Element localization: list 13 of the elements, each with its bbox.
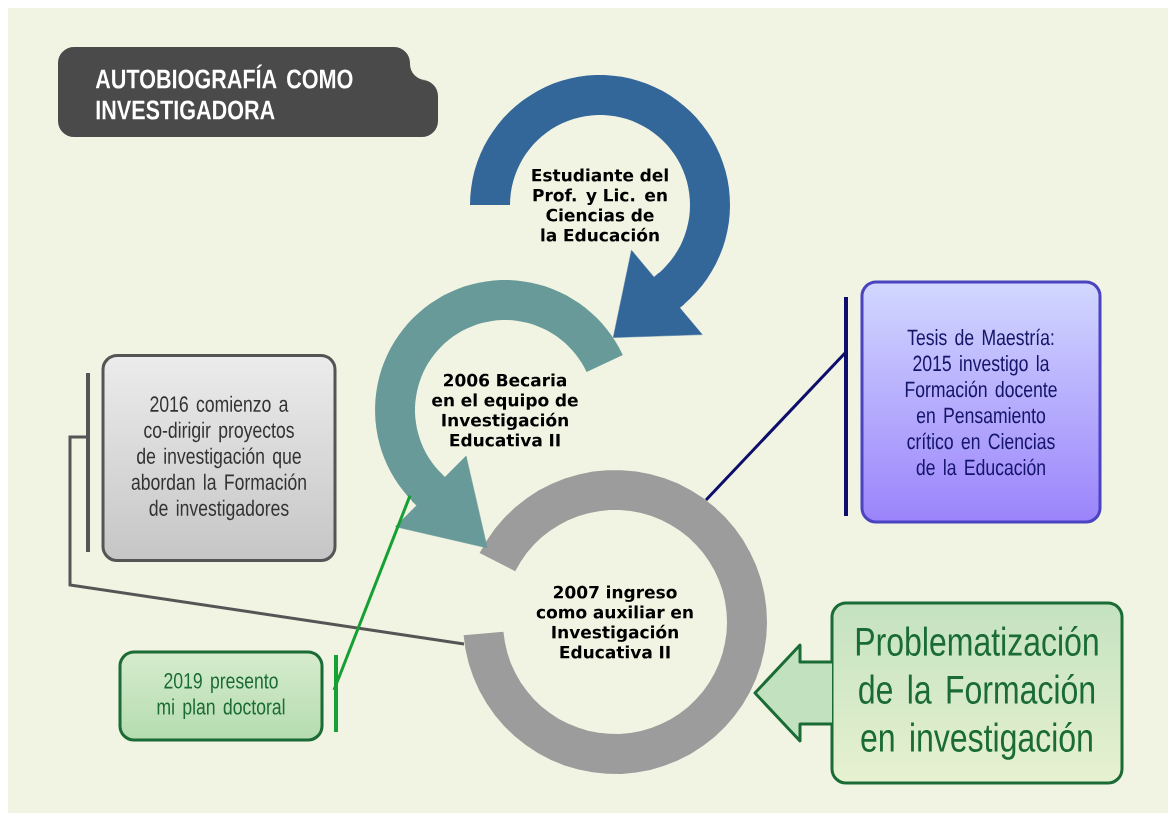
- connector-line: [332, 495, 412, 691]
- ring: 2006 Becaria en el equipo de Investigación Educativa II: [375, 280, 623, 502]
- arrowhead: [613, 250, 703, 338]
- text-box: Tesis de Maestría: 2015 investigo la Formación docente en Pensamiento crítico en Ciencias de la Educación: [860, 280, 1102, 524]
- arrowhead: [395, 455, 488, 549]
- ring: Estudiante del Prof. y Lic. en Ciencias de la Educación: [470, 75, 730, 305]
- text-box: 2019 presento mi plan doctoral: [118, 650, 324, 742]
- callout-arrow: [753, 643, 834, 743]
- callout-box: Problematización de la Formación en investigación: [830, 601, 1124, 785]
- ring: 2007 ingreso como auxiliar en Investigación Educativa II: [463, 470, 767, 774]
- connector-line: [68, 435, 465, 646]
- text-box: 2016 comienzo a co-dirigir proyectos de investigación que abordan la Formación de investigadores: [101, 354, 337, 562]
- title-banner: AUTOBIOGRAFÍA COMO INVESTIGADORA: [58, 47, 438, 137]
